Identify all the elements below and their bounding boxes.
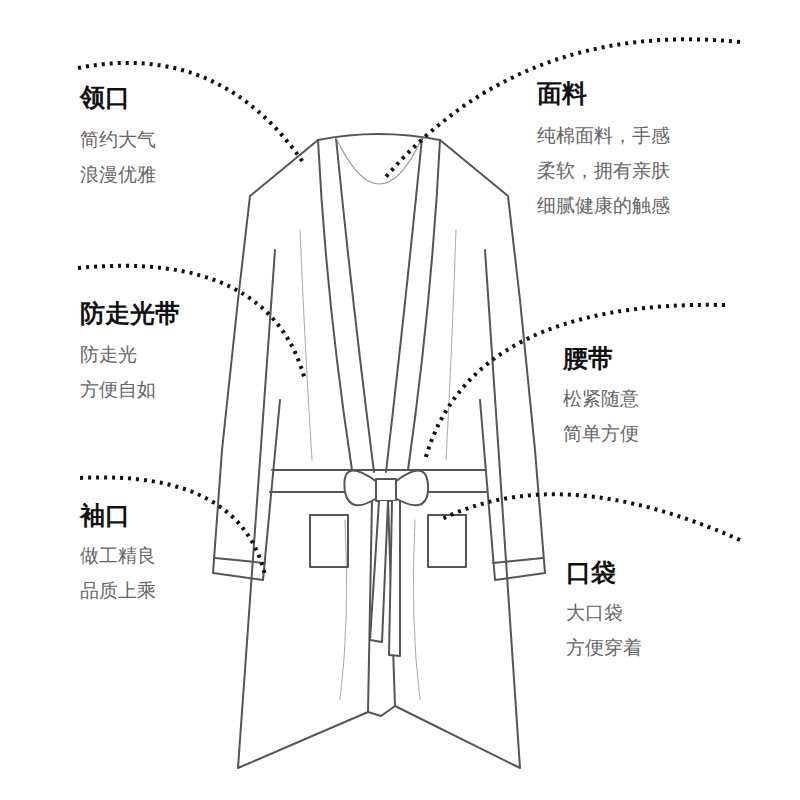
part-description: 简约大气 浪漫优雅 — [80, 122, 167, 192]
part-heading: 领口 — [80, 82, 130, 114]
leader-line — [440, 494, 740, 540]
part-description: 防走光 方便自如 — [80, 337, 167, 407]
left-collar-outer — [318, 140, 352, 470]
right-body — [395, 250, 520, 768]
robe-drawing — [213, 134, 545, 768]
part-description: 松紧随意 简单方便 — [563, 381, 650, 451]
left-sleeve — [213, 140, 318, 580]
right-lapel — [386, 138, 422, 472]
belt-tie-right — [389, 501, 400, 656]
inner-neck — [336, 138, 422, 184]
bow-left-loop — [344, 471, 377, 506]
leader-line — [385, 39, 740, 178]
inner-hem — [368, 706, 395, 716]
part-description: 做工精良 品质上乘 — [80, 538, 167, 608]
part-description: 大口袋 方便穿着 — [566, 595, 653, 665]
part-description: 纯棉面料，手感 柔软，拥有亲肤 细腻健康的触感 — [537, 118, 681, 223]
left-cuff — [215, 558, 265, 563]
leader-line — [425, 305, 725, 460]
bow-knot — [376, 479, 396, 501]
part-heading: 防走光带 — [80, 298, 180, 330]
part-heading: 口袋 — [566, 557, 616, 589]
right-cuff — [493, 558, 543, 563]
left-lapel — [336, 138, 374, 472]
leader-lines — [78, 39, 740, 575]
part-heading: 袖口 — [80, 500, 130, 532]
right-pocket — [428, 515, 466, 567]
part-heading: 面料 — [537, 78, 587, 110]
right-collar-outer — [408, 140, 440, 470]
left-body — [238, 250, 368, 768]
left-pocket — [310, 515, 348, 567]
part-heading: 腰带 — [563, 343, 613, 375]
fold-lines — [300, 230, 456, 700]
belt-tie-left — [370, 501, 388, 642]
